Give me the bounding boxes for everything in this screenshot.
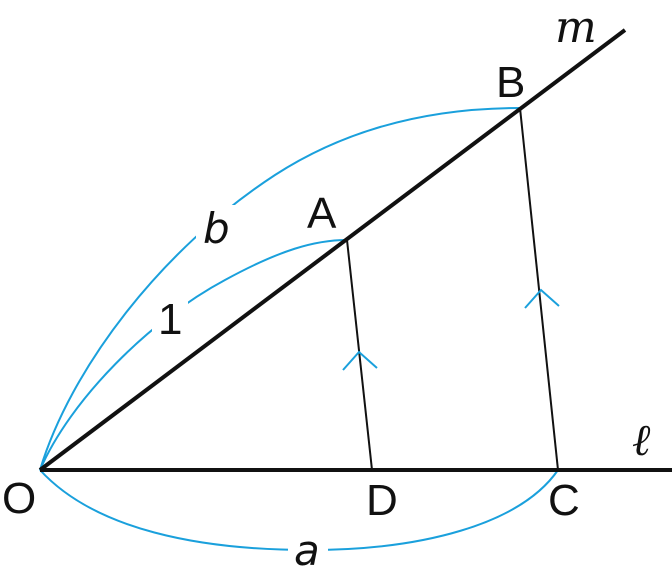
label-point-A: A bbox=[307, 189, 337, 238]
parallel-mark-BC bbox=[524, 288, 560, 309]
label-length-a: a bbox=[294, 526, 320, 575]
line-m bbox=[38, 28, 627, 472]
label-bg-a bbox=[288, 530, 328, 570]
parallel-mark-AD bbox=[342, 350, 378, 371]
label-point-B: B bbox=[496, 58, 525, 107]
label-point-O: O bbox=[2, 474, 36, 523]
label-point-C: C bbox=[548, 476, 580, 525]
label-line-l: ℓ bbox=[632, 415, 651, 466]
label-line-m: m bbox=[555, 2, 597, 53]
label-point-D: D bbox=[366, 476, 398, 525]
label-bg-1 bbox=[152, 297, 188, 341]
label-length-b: b bbox=[203, 204, 230, 253]
label-length-1: 1 bbox=[158, 295, 182, 344]
segment-AD bbox=[346, 239, 373, 471]
label-bg-b bbox=[196, 205, 242, 251]
arc-OB bbox=[39, 107, 521, 471]
segment-BC bbox=[519, 107, 559, 471]
arc-OA bbox=[39, 239, 348, 471]
